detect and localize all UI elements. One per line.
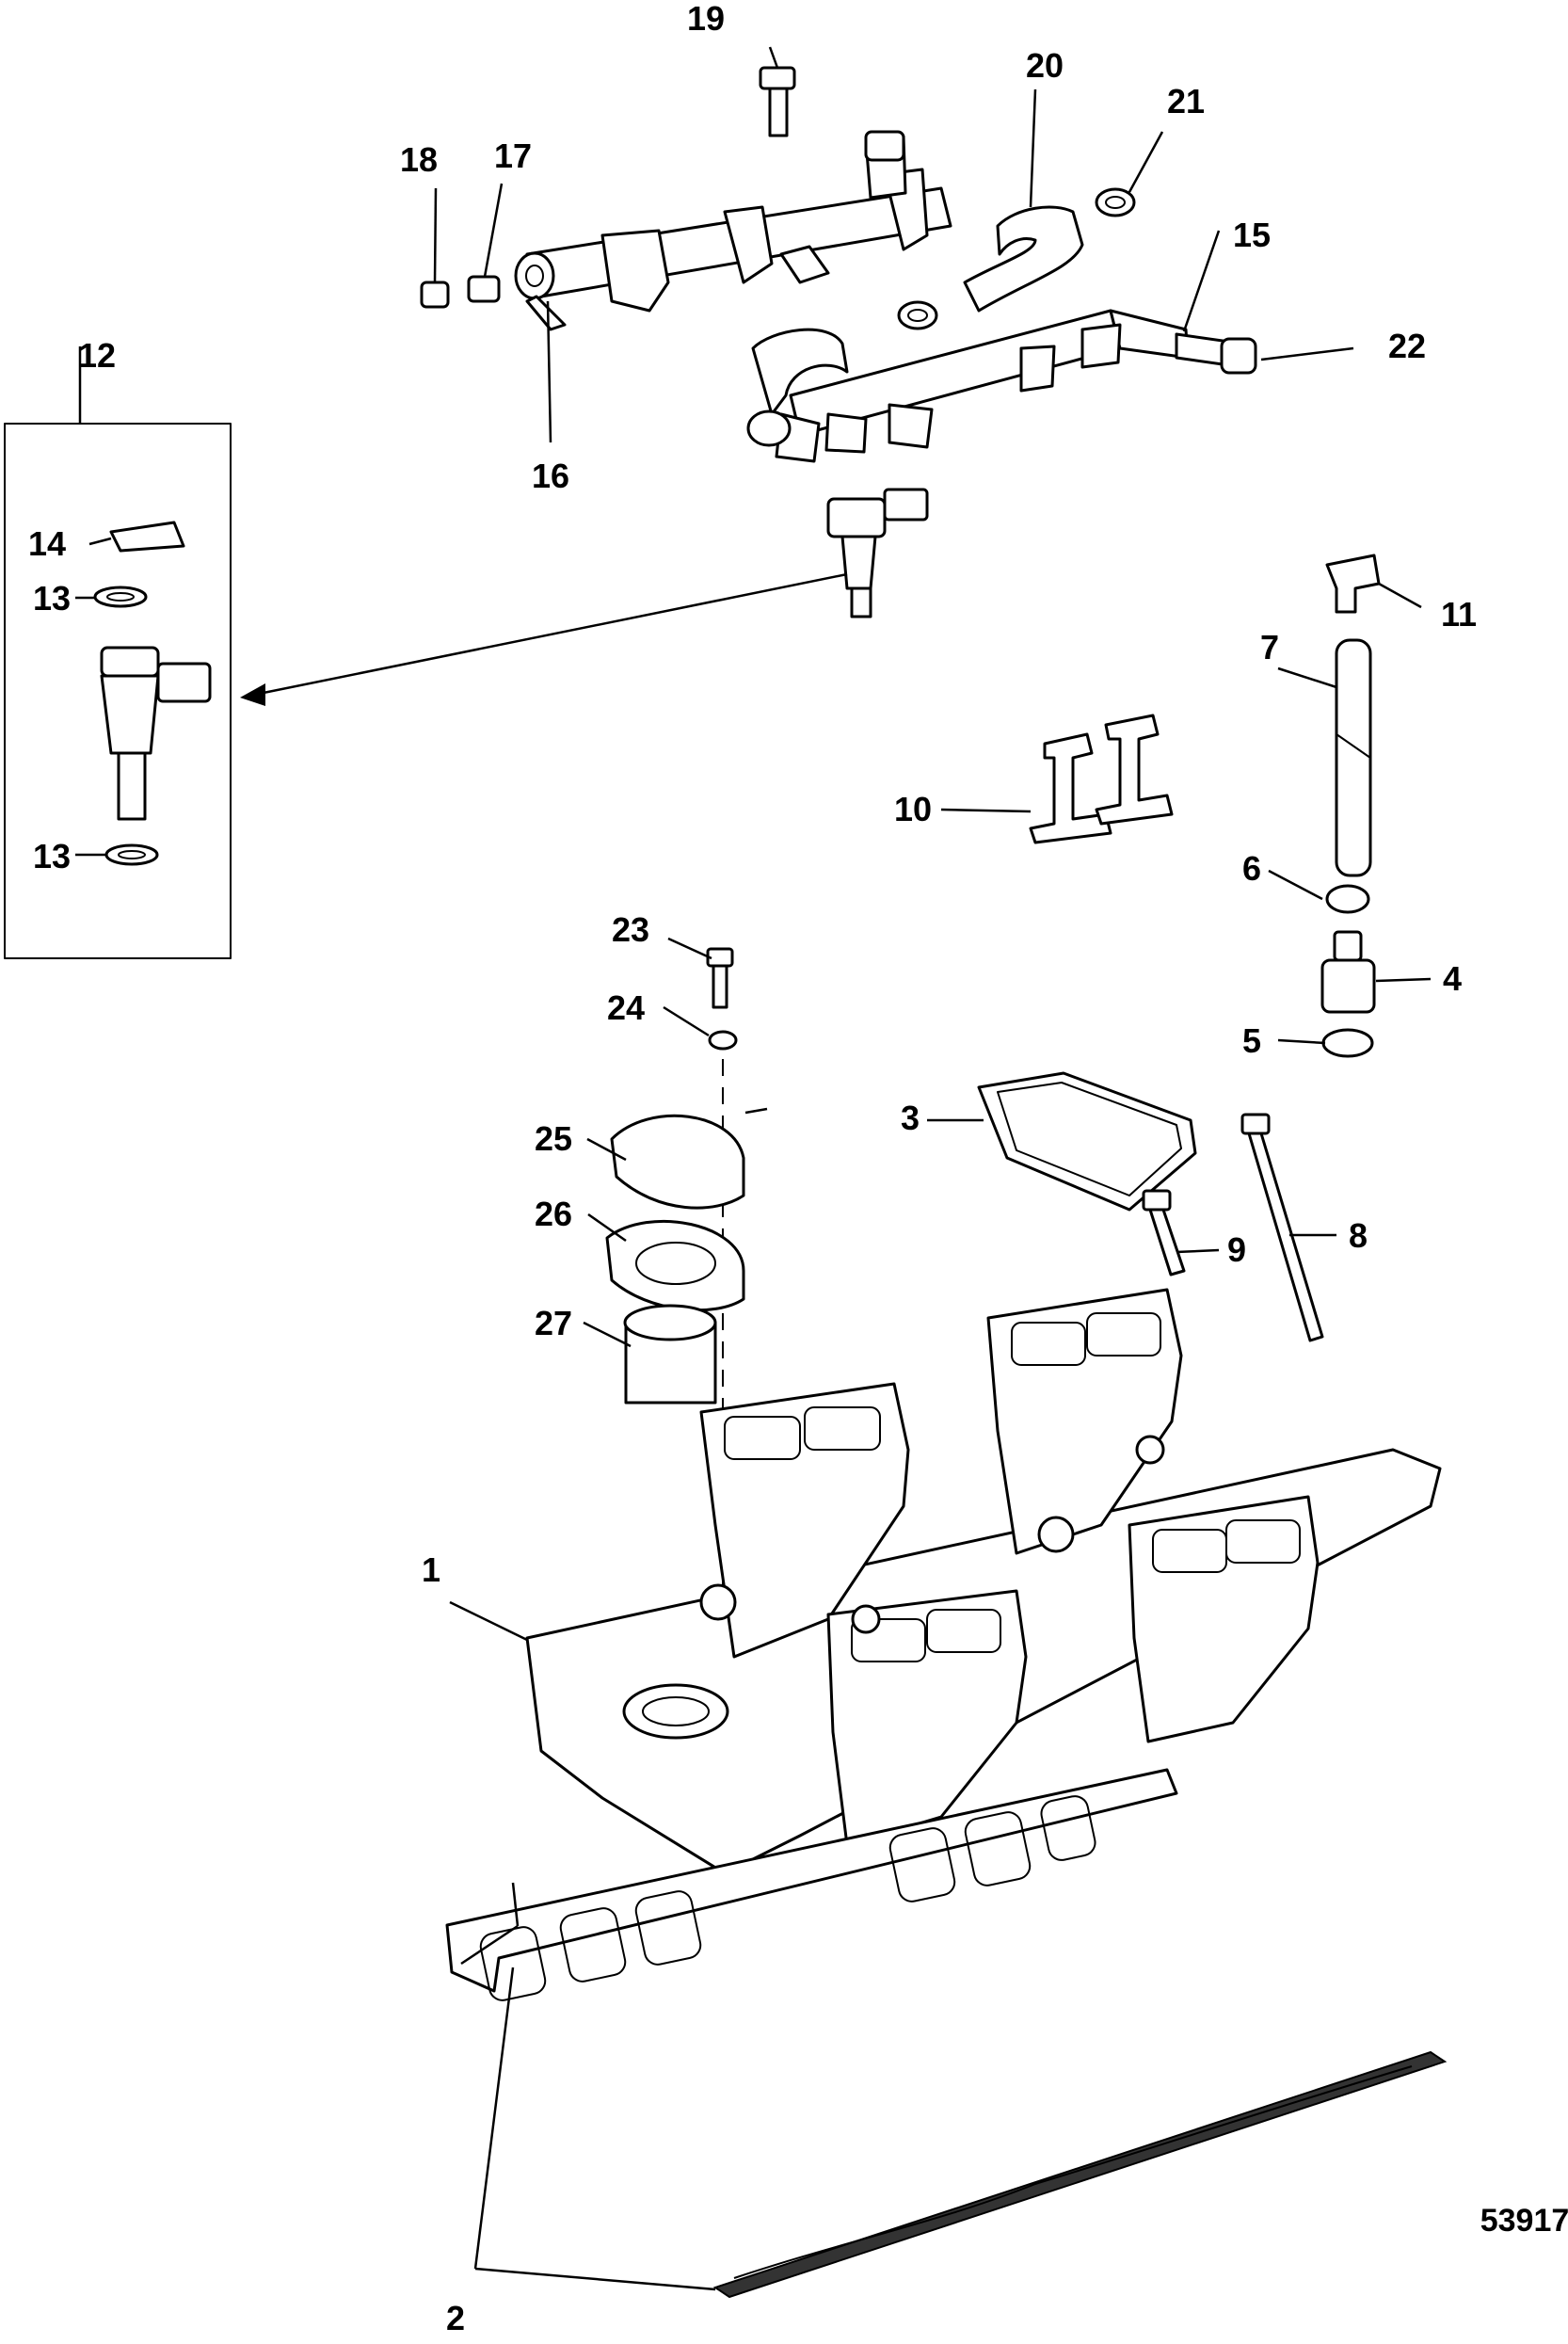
callout-21: 21 bbox=[1167, 82, 1205, 120]
manifold-gasket-lower bbox=[712, 2050, 1448, 2299]
callout-27: 27 bbox=[535, 1304, 572, 1342]
throttle-gasket bbox=[605, 1219, 745, 1312]
callout-7: 7 bbox=[1260, 628, 1279, 666]
long-bolt bbox=[1240, 1113, 1324, 1342]
callout-4: 4 bbox=[1443, 959, 1462, 998]
callout-13-bottom: 13 bbox=[33, 837, 71, 875]
pcv-valve bbox=[1320, 930, 1376, 1014]
elbow-fitting bbox=[1325, 554, 1381, 614]
leader-lines bbox=[75, 46, 1432, 2291]
callout-19: 19 bbox=[687, 0, 725, 38]
fuel-rail-lower bbox=[746, 309, 1190, 463]
sleeve bbox=[623, 1304, 717, 1405]
fuel-hose bbox=[963, 205, 1084, 313]
callout-15: 15 bbox=[1233, 216, 1271, 254]
cap bbox=[1220, 337, 1257, 375]
bolt bbox=[759, 66, 796, 137]
fuel-rail-upper bbox=[514, 130, 952, 331]
callout-6: 6 bbox=[1242, 849, 1261, 888]
detail-arrow bbox=[253, 572, 848, 697]
vent-hose bbox=[1335, 638, 1372, 877]
callout-18: 18 bbox=[400, 140, 438, 179]
grommet-lower bbox=[1321, 1028, 1374, 1058]
brackets bbox=[1029, 714, 1174, 844]
hose-clamp bbox=[897, 187, 1136, 330]
fitting bbox=[467, 275, 501, 303]
short-bolt bbox=[1142, 1189, 1186, 1276]
callout-26: 26 bbox=[535, 1195, 572, 1233]
grommet bbox=[1325, 884, 1370, 914]
callout-5: 5 bbox=[1242, 1021, 1261, 1060]
plenum-gasket bbox=[977, 1071, 1197, 1212]
callout-16: 16 bbox=[532, 457, 569, 495]
callout-20: 20 bbox=[1026, 46, 1064, 85]
cover-plate bbox=[610, 1114, 745, 1210]
callout-9: 9 bbox=[1227, 1230, 1246, 1269]
figure-number: 53917 bbox=[1480, 2203, 1568, 2239]
callout-25: 25 bbox=[535, 1119, 572, 1158]
callout-10: 10 bbox=[894, 790, 932, 828]
callout-22: 22 bbox=[1388, 327, 1426, 365]
intake-manifold bbox=[525, 1288, 1442, 1875]
callout-labels: 1 2 3 4 5 6 7 8 9 10 11 12 13 13 14 15 1… bbox=[28, 0, 1477, 2337]
callout-13-top: 13 bbox=[33, 579, 71, 618]
manifold-gasket-upper bbox=[445, 1768, 1178, 2001]
injector-detail-box bbox=[4, 423, 232, 959]
bolt-small bbox=[706, 947, 734, 1009]
callout-12: 12 bbox=[78, 336, 116, 375]
nut bbox=[420, 281, 450, 309]
callout-11: 11 bbox=[1441, 595, 1477, 634]
callout-17: 17 bbox=[494, 136, 532, 175]
callout-2: 2 bbox=[446, 2299, 465, 2337]
callout-1: 1 bbox=[422, 1550, 440, 1589]
callout-24: 24 bbox=[607, 988, 645, 1027]
washer bbox=[708, 1030, 738, 1051]
callout-3: 3 bbox=[901, 1099, 920, 1137]
callout-14: 14 bbox=[28, 524, 66, 563]
detail-arrowhead bbox=[240, 683, 265, 706]
callout-8: 8 bbox=[1349, 1216, 1368, 1255]
callout-23: 23 bbox=[612, 910, 649, 949]
fuel-injector bbox=[826, 488, 929, 618]
